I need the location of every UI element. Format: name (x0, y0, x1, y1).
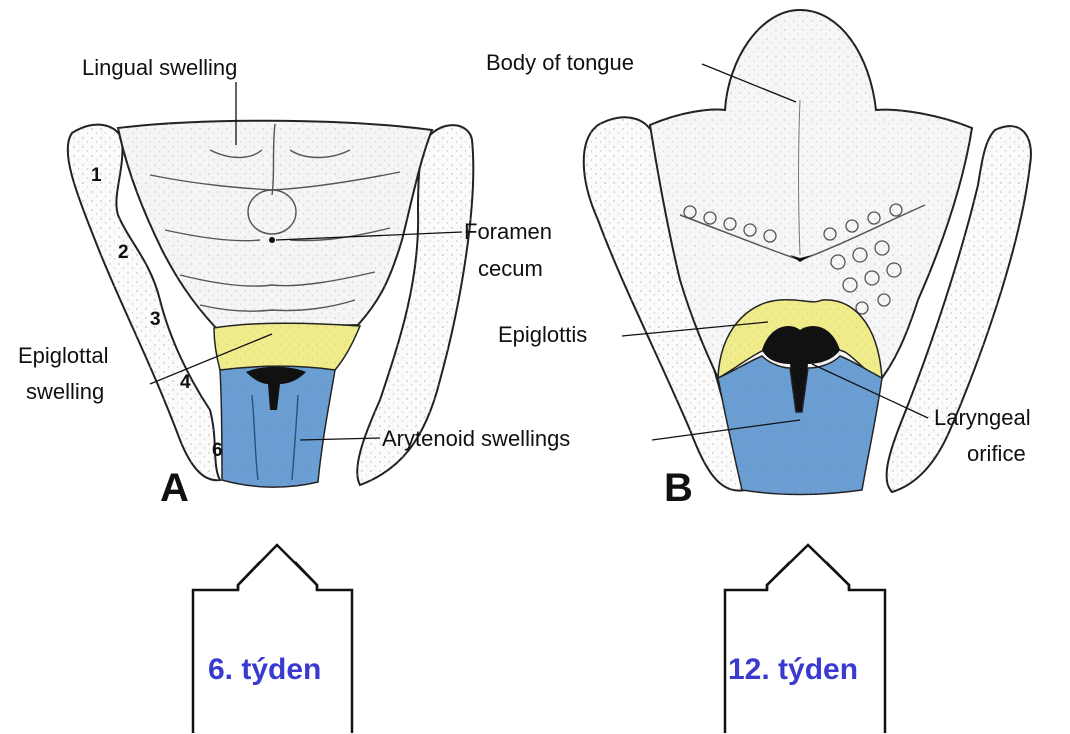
arch-number-6: 6 (212, 440, 223, 462)
label-lingual-swelling: Lingual swelling (82, 55, 237, 81)
arch-number-3: 3 (150, 309, 161, 331)
panel-a-foramen-cecum-pit (269, 237, 275, 243)
label-cecum-line2: cecum (478, 256, 543, 282)
panel-letter-a: A (160, 466, 189, 511)
label-epiglottal-line1: Epiglottal (18, 343, 109, 369)
label-orifice-line2: orifice (967, 441, 1026, 467)
arrow-right-caption: 12. týden (728, 653, 858, 687)
arrow-left (193, 545, 352, 733)
label-swelling-line2: swelling (26, 379, 104, 405)
label-body-of-tongue: Body of tongue (486, 50, 634, 76)
label-foramen-line1: Foramen (464, 219, 552, 245)
panel-letter-b: B (664, 466, 693, 511)
arrow-left-caption: 6. týden (208, 653, 321, 687)
label-arytenoid-swellings: Arytenoid swellings (382, 426, 570, 452)
arch-number-2: 2 (118, 242, 129, 264)
label-laryngeal-line1: Laryngeal (934, 405, 1031, 431)
arch-number-4: 4 (180, 372, 191, 394)
label-epiglottis: Epiglottis (498, 322, 587, 348)
arch-number-1: 1 (91, 165, 102, 187)
arrow-right (725, 545, 885, 733)
